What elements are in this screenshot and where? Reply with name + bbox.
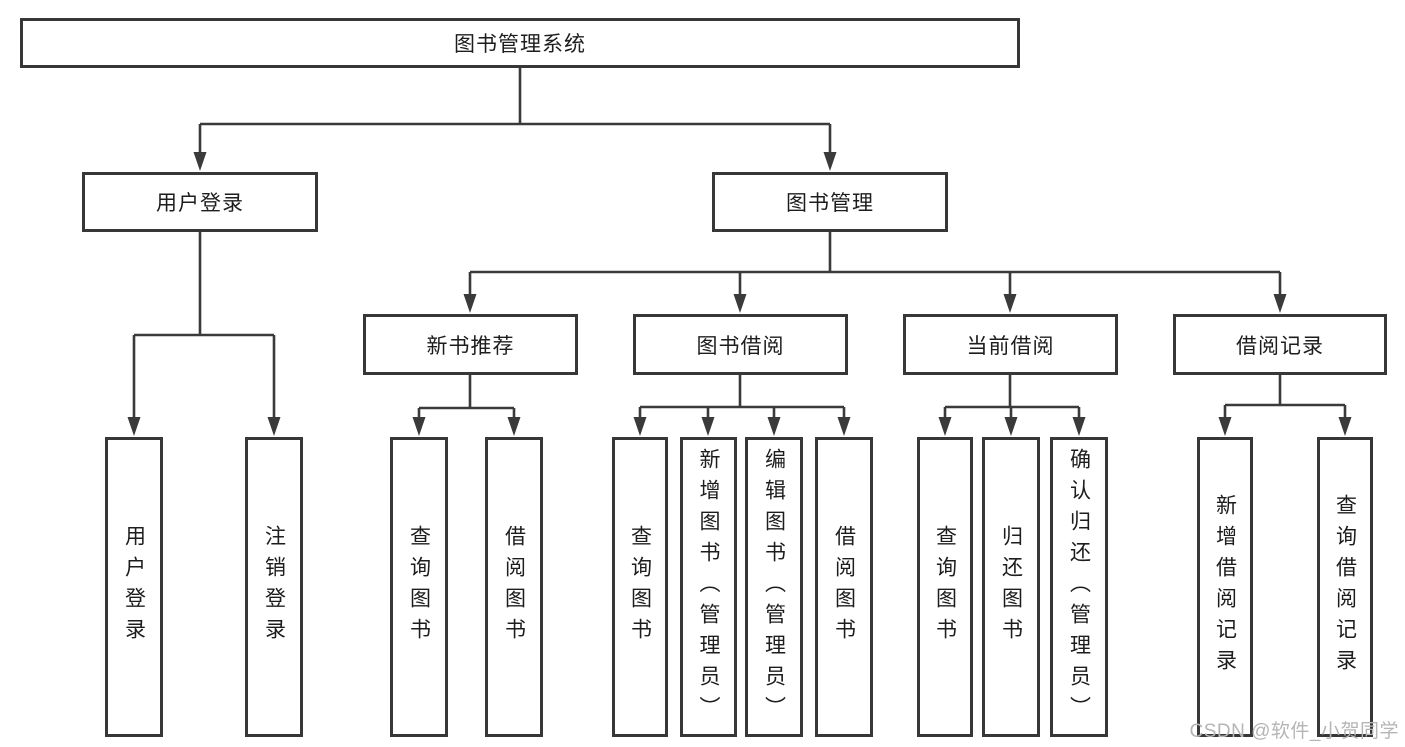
connector-new-book-recommend	[417, 375, 516, 419]
arrowhead-add-book	[701, 417, 715, 436]
arrowhead-query-books-3	[938, 417, 952, 436]
leaf-user-login-label: 用户登录	[122, 525, 146, 649]
leaf-add-borrow-record-label: 新增借阅记录	[1213, 494, 1237, 680]
connector-borrow-records	[1223, 375, 1347, 419]
leaf-query-books-2: 查询图书	[612, 437, 668, 737]
arrowhead-borrow-books-2	[837, 417, 851, 436]
node-book-management: 图书管理	[712, 172, 948, 232]
arrowhead-book-borrow	[733, 294, 747, 313]
node-book-borrow: 图书借阅	[633, 314, 848, 375]
arrowhead-return-books	[1004, 417, 1018, 436]
arrowhead-edit-book	[767, 417, 781, 436]
node-new-book-recommend: 新书推荐	[363, 314, 578, 375]
arrowhead-leaf-user-login	[127, 417, 141, 436]
leaf-add-borrow-record: 新增借阅记录	[1197, 437, 1253, 737]
arrowhead-add-borrow-record	[1218, 417, 1232, 436]
leaf-confirm-return-admin: 确认归还（管理员）	[1050, 437, 1108, 737]
csdn-watermark: CSDN @软件_小贺同学	[1189, 721, 1399, 742]
leaf-query-books-2-label: 查询图书	[628, 525, 652, 649]
leaf-query-books-1: 查询图书	[390, 437, 448, 737]
arrowhead-user-login	[193, 152, 207, 171]
connector-current-borrow	[943, 375, 1081, 419]
arrowhead-confirm-return	[1072, 417, 1086, 436]
node-current-borrow: 当前借阅	[903, 314, 1118, 375]
arrowhead-book-management	[823, 152, 837, 171]
leaf-return-books-label: 归还图书	[999, 525, 1023, 649]
leaf-borrow-books-1: 借阅图书	[485, 437, 543, 737]
arrowhead-query-books-2	[633, 417, 647, 436]
leaf-confirm-return-admin-label: 确认归还（管理员）	[1067, 447, 1091, 727]
connector-book-borrow	[638, 375, 846, 419]
node-user-login: 用户登录	[82, 172, 318, 232]
leaf-edit-book-admin: 编辑图书（管理员）	[745, 437, 803, 737]
connector-user-login	[132, 232, 276, 419]
connector-book-management	[468, 232, 1282, 296]
node-new-book-recommend-label: 新书推荐	[426, 334, 515, 358]
node-root: 图书管理系统	[20, 18, 1020, 68]
arrowhead-query-borrow-record	[1338, 417, 1352, 436]
node-user-login-label: 用户登录	[156, 192, 244, 215]
leaf-borrow-books-2-label: 借阅图书	[832, 525, 856, 649]
node-book-management-label: 图书管理	[786, 192, 874, 215]
leaf-query-books-3-label: 查询图书	[933, 525, 957, 649]
arrowhead-current-borrow	[1003, 294, 1017, 313]
arrowhead-new-book-recommend	[463, 294, 477, 313]
node-borrow-records-label: 借阅记录	[1236, 334, 1324, 358]
connector-root	[198, 68, 832, 154]
node-current-borrow-label: 当前借阅	[966, 334, 1055, 358]
leaf-user-login: 用户登录	[105, 437, 163, 737]
node-borrow-records: 借阅记录	[1173, 314, 1387, 375]
arrowhead-borrow-books-1	[507, 417, 521, 436]
leaf-query-borrow-record-label: 查询借阅记录	[1333, 494, 1357, 680]
node-book-borrow-label: 图书借阅	[696, 334, 785, 358]
leaf-return-books: 归还图书	[982, 437, 1040, 737]
arrowhead-leaf-logout	[267, 417, 281, 436]
leaf-logout-label: 注销登录	[262, 525, 286, 649]
leaf-borrow-books-2: 借阅图书	[815, 437, 873, 737]
leaf-query-books-3: 查询图书	[917, 437, 973, 737]
leaf-add-book-admin-label: 新增图书（管理员）	[697, 447, 720, 727]
leaf-query-borrow-record: 查询借阅记录	[1317, 437, 1373, 737]
arrowhead-borrow-records	[1273, 294, 1287, 313]
leaf-add-book-admin: 新增图书（管理员）	[680, 437, 737, 737]
leaf-borrow-books-1-label: 借阅图书	[502, 525, 526, 649]
arrowhead-query-books-1	[412, 417, 426, 436]
leaf-logout: 注销登录	[245, 437, 303, 737]
node-root-label: 图书管理系统	[454, 33, 586, 56]
leaf-query-books-1-label: 查询图书	[407, 525, 431, 649]
leaf-edit-book-admin-label: 编辑图书（管理员）	[762, 447, 786, 727]
